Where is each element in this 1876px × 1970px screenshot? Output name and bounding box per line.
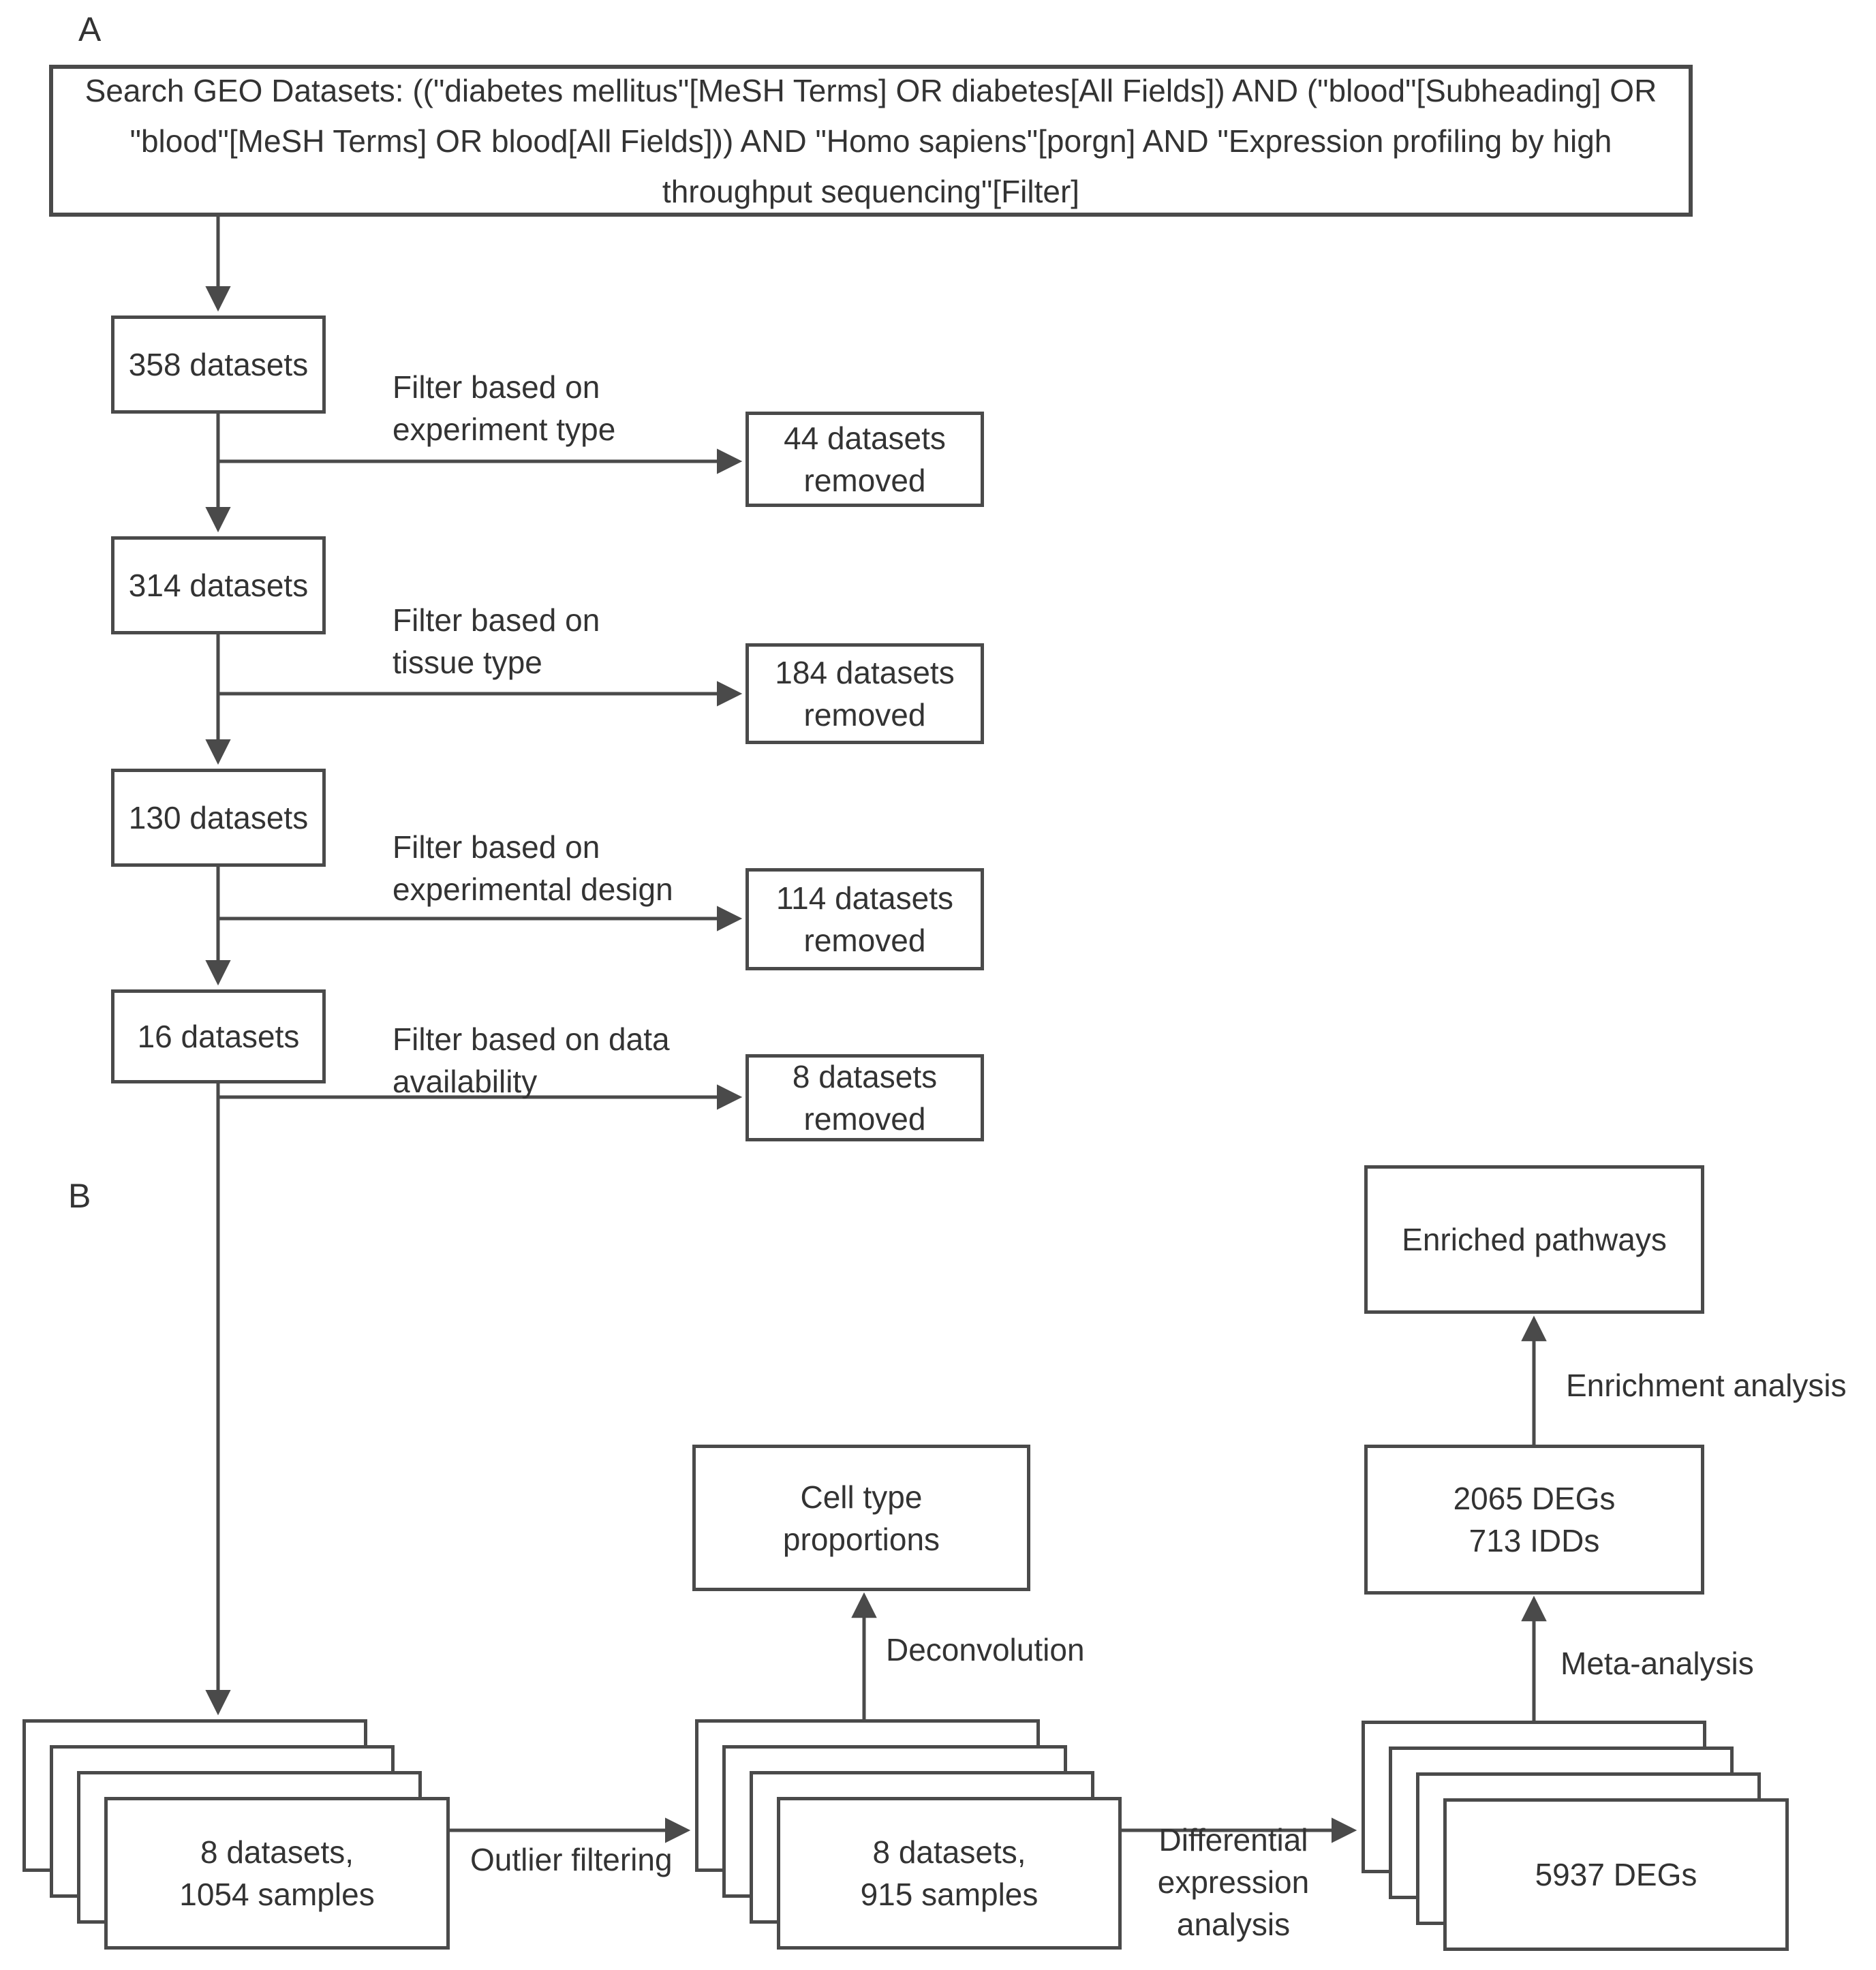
filter-label-experimental-design: Filter based on experimental design: [393, 829, 673, 907]
datasets-130-box: 130 datasets: [111, 769, 326, 867]
enriched-pathways-box: Enriched pathways: [1364, 1165, 1704, 1314]
enrichment-analysis-label: Enrichment analysis: [1566, 1368, 1847, 1403]
filter-label-tissue-type: Filter based on tissue type: [393, 602, 600, 680]
datasets-1054-samples-box: 8 datasets, 1054 samples: [104, 1797, 450, 1950]
degs-idds-box: 2065 DEGs 713 IDDs: [1364, 1445, 1704, 1595]
search-query-box: Search GEO Datasets: (("diabetes mellitu…: [49, 65, 1693, 217]
differential-expression-label: Differential expression analysis: [1157, 1822, 1310, 1942]
panel-a-label: A: [78, 10, 102, 48]
removed-8-box: 8 datasets removed: [745, 1054, 984, 1141]
meta-analysis-label: Meta-analysis: [1560, 1646, 1754, 1681]
outlier-filtering-label: Outlier filtering: [470, 1842, 673, 1877]
removed-44-box: 44 datasets removed: [745, 412, 984, 507]
filter-label-experiment-type: Filter based on experiment type: [393, 369, 616, 447]
cell-type-proportions-box: Cell type proportions: [692, 1445, 1030, 1591]
removed-114-box: 114 datasets removed: [745, 868, 984, 970]
filter-label-data-availability: Filter based on data availability: [393, 1021, 670, 1099]
datasets-16-box: 16 datasets: [111, 989, 326, 1083]
datasets-358-box: 358 datasets: [111, 315, 326, 414]
panel-b-label: B: [68, 1177, 91, 1215]
removed-184-box: 184 datasets removed: [745, 643, 984, 744]
datasets-314-box: 314 datasets: [111, 536, 326, 634]
degs-5937-box: 5937 DEGs: [1443, 1798, 1789, 1951]
deconvolution-label: Deconvolution: [886, 1632, 1085, 1667]
datasets-915-samples-box: 8 datasets, 915 samples: [777, 1797, 1122, 1950]
